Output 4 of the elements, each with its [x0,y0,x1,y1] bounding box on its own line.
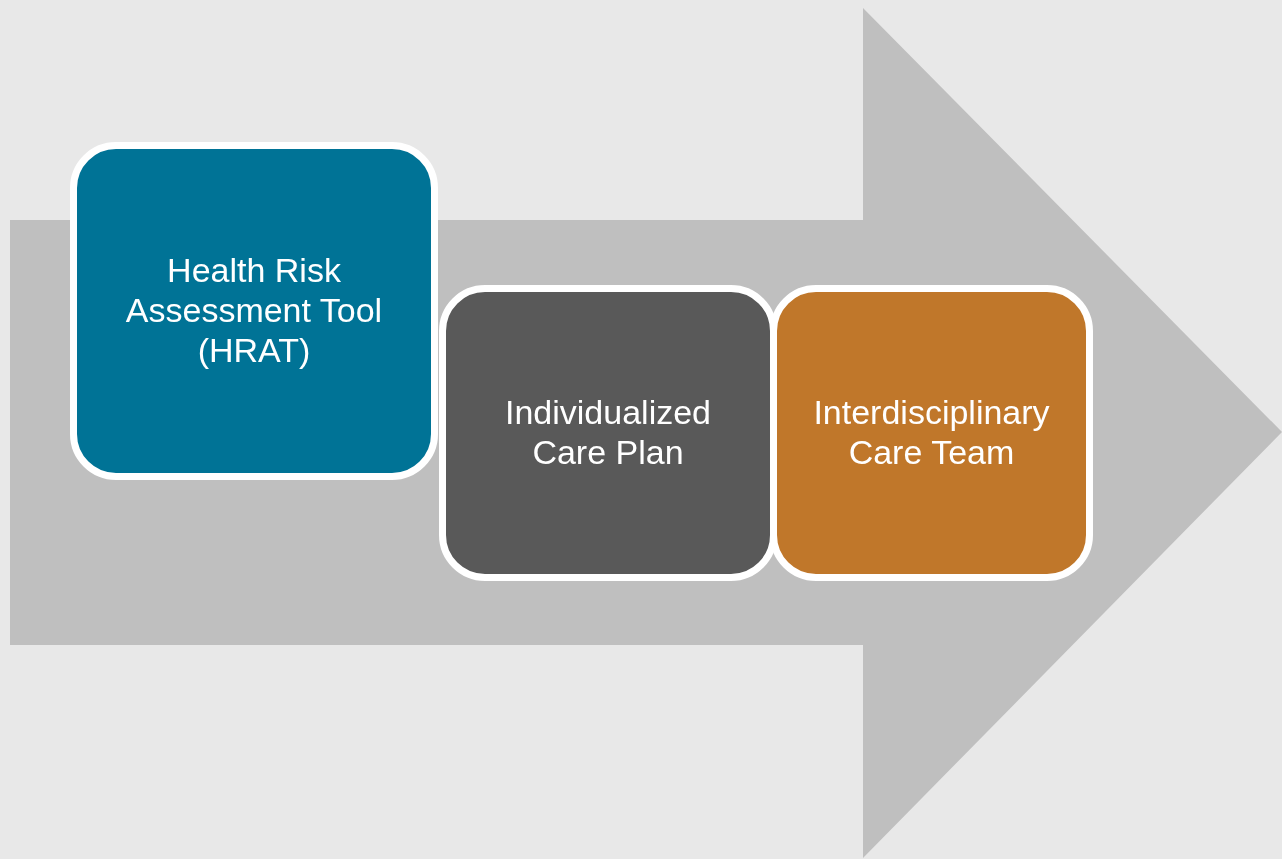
box-label: Individualized Care Plan [504,393,712,473]
box-label: Health Risk Assessment Tool (HRAT) [124,251,384,371]
box-label: Interdisciplinary Care Team [812,393,1051,473]
process-box [770,285,1093,581]
